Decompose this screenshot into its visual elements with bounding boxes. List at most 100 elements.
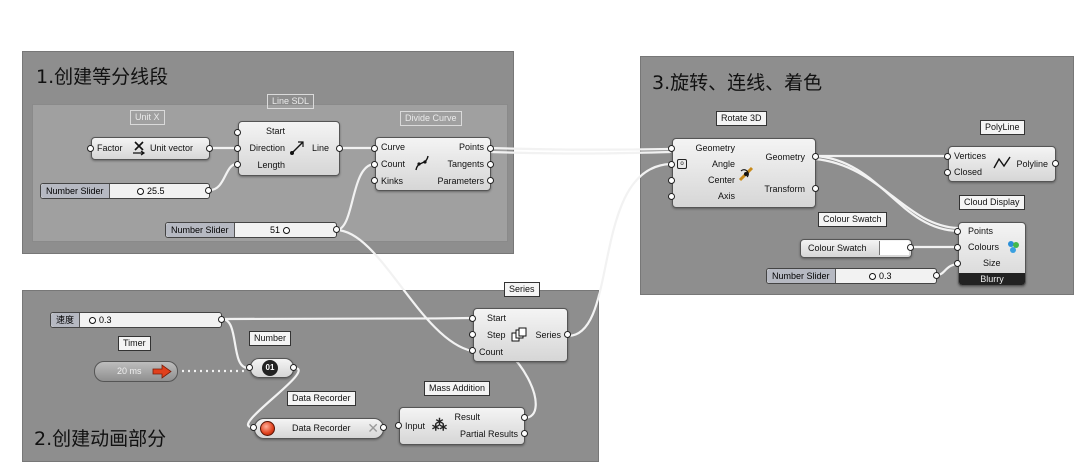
rotate-3d-geometry-out-label: Geometry	[765, 152, 805, 162]
polyline-closed-port[interactable]	[944, 169, 951, 176]
rotate-3d-component[interactable]: Geometry Angle Center Axis o Geometry Tr…	[672, 138, 816, 208]
line-sdl-component[interactable]: Start Direction Length Line	[238, 121, 340, 176]
mass-addition-component[interactable]: Input ⁂ Result Partial Results	[399, 407, 525, 445]
mass-addition-input-port[interactable]	[395, 422, 402, 429]
divide-curve-kinks-port[interactable]	[371, 177, 378, 184]
slider-1-output-port[interactable]	[205, 187, 212, 194]
slider-2-value-wrap: 51	[270, 223, 293, 237]
wire-slider-factor	[208, 162, 238, 192]
slider-4-output-port[interactable]	[933, 272, 940, 279]
divide-curve-parameters-label: Parameters	[437, 176, 484, 186]
slider-1-name: Number Slider	[41, 184, 110, 198]
divide-curve-curve-port[interactable]	[371, 145, 378, 152]
slider-2-grip[interactable]	[282, 227, 290, 234]
line-sdl-direction-label: Direction	[249, 143, 285, 153]
divide-curve-points-label: Points	[458, 142, 484, 152]
line-sdl-length-port[interactable]	[234, 161, 241, 168]
clear-recorder-icon[interactable]: ✕	[367, 420, 379, 436]
cloud-display-colours-label: Colours	[968, 242, 1000, 252]
cloud-display-tag: Cloud Display	[959, 195, 1025, 210]
divide-curve-kinks-label: Kinks	[381, 176, 404, 186]
unit-x-component[interactable]: Factor Unit vector	[91, 137, 210, 160]
polyline-output-port[interactable]	[1052, 160, 1059, 167]
record-button-icon[interactable]	[260, 421, 275, 436]
number-slider-1[interactable]: Number Slider 25.5	[40, 183, 210, 199]
number-input-port[interactable]	[246, 364, 253, 371]
mass-addition-tag: Mass Addition	[424, 381, 491, 396]
cloud-display-points-port[interactable]	[954, 228, 961, 235]
number-component[interactable]: 01	[250, 358, 294, 378]
data-recorder-input-port[interactable]	[250, 424, 257, 431]
series-start-port[interactable]	[469, 315, 476, 322]
unit-x-input-port[interactable]	[87, 145, 94, 152]
colour-swatch-component[interactable]: Colour Swatch	[800, 239, 912, 258]
divide-curve-tag: Divide Curve	[400, 111, 462, 126]
line-sdl-output-port[interactable]	[336, 145, 343, 152]
number-output-port[interactable]	[290, 364, 297, 371]
series-count-port[interactable]	[469, 347, 476, 354]
polyline-component[interactable]: Vertices Closed Polyline	[948, 146, 1056, 182]
rotate-3d-geometry-out-port[interactable]	[812, 153, 819, 160]
speed-slider-output-port[interactable]	[218, 316, 225, 323]
data-recorder-component[interactable]: Data Recorder ✕	[254, 418, 384, 439]
line-sdl-start-label: Start	[265, 126, 285, 136]
line-sdl-output-label: Line	[312, 143, 330, 153]
divide-curve-icon	[415, 155, 429, 171]
cloud-display-colours-port[interactable]	[954, 244, 961, 251]
line-sdl-start-port[interactable]	[234, 129, 241, 136]
rotate-3d-geometry-in-label: Geometry	[695, 143, 735, 153]
unit-x-output-label: Unit vector	[150, 143, 194, 153]
polyline-output-label: Polyline	[1016, 159, 1048, 169]
speed-slider-value-wrap: 0.3	[89, 313, 112, 327]
slider-1-grip[interactable]	[137, 188, 144, 195]
mass-addition-icon: ⁂	[432, 417, 447, 434]
mass-addition-partial-port[interactable]	[521, 430, 528, 437]
slider-4-grip[interactable]	[869, 273, 876, 280]
slider-2-output-port[interactable]	[333, 226, 340, 233]
series-icon	[511, 327, 527, 342]
series-start-label: Start	[487, 313, 507, 323]
divide-curve-component[interactable]: Curve Count Kinks Points Tangents Parame…	[375, 137, 491, 191]
cloud-display-component[interactable]: Points Colours Size Blurry	[958, 222, 1026, 286]
data-recorder-output-port[interactable]	[380, 424, 387, 431]
timer-component[interactable]: 20 ms	[94, 361, 178, 382]
slider-4-value: 0.3	[879, 271, 892, 281]
series-step-port[interactable]	[469, 331, 476, 338]
divide-curve-count-port[interactable]	[371, 161, 378, 168]
divide-curve-points-port[interactable]	[487, 145, 494, 152]
degrees-toggle-icon[interactable]: o	[677, 159, 687, 169]
rotate-3d-angle-label: Angle	[711, 159, 735, 169]
rotate-3d-center-port[interactable]	[668, 177, 675, 184]
mass-addition-result-port[interactable]	[521, 414, 528, 421]
mass-addition-result-label: Result	[454, 412, 480, 422]
series-component[interactable]: Start Step Count Series	[473, 308, 568, 362]
series-output-port[interactable]	[564, 331, 571, 338]
divide-curve-tangents-port[interactable]	[487, 161, 494, 168]
timer-arrow-icon	[152, 364, 172, 379]
wire-speed-start	[220, 316, 474, 321]
divide-curve-parameters-port[interactable]	[487, 177, 494, 184]
series-output-label: Series	[535, 330, 561, 340]
rotate-3d-axis-port[interactable]	[668, 193, 675, 200]
line-sdl-direction-port[interactable]	[234, 145, 241, 152]
polyline-vertices-port[interactable]	[944, 153, 951, 160]
timer-interval: 20 ms	[117, 366, 142, 376]
slider-2-name: Number Slider	[166, 223, 235, 237]
rotate-3d-geometry-port[interactable]	[668, 145, 675, 152]
colour-swatch-output-port[interactable]	[907, 244, 914, 251]
cloud-display-size-port[interactable]	[954, 260, 961, 267]
speed-slider-grip[interactable]	[89, 317, 96, 324]
number-slider-2[interactable]: Number Slider 51	[165, 222, 337, 238]
divide-curve-tangents-label: Tangents	[447, 159, 484, 169]
number-slider-4[interactable]: Number Slider 0.3	[766, 268, 937, 284]
wire-series-angle	[566, 162, 672, 338]
rotate-3d-center-label: Center	[707, 175, 735, 185]
colour-swatch-colour-box[interactable]	[879, 241, 909, 255]
cloud-display-points-label: Points	[968, 226, 994, 236]
rotate-3d-transform-out-port[interactable]	[812, 185, 819, 192]
unit-x-output-port[interactable]	[206, 145, 213, 152]
rotate-3d-angle-port[interactable]	[668, 161, 675, 168]
wire-points-geometry-b	[487, 150, 672, 155]
speed-slider[interactable]: 速度 0.3	[50, 312, 222, 328]
